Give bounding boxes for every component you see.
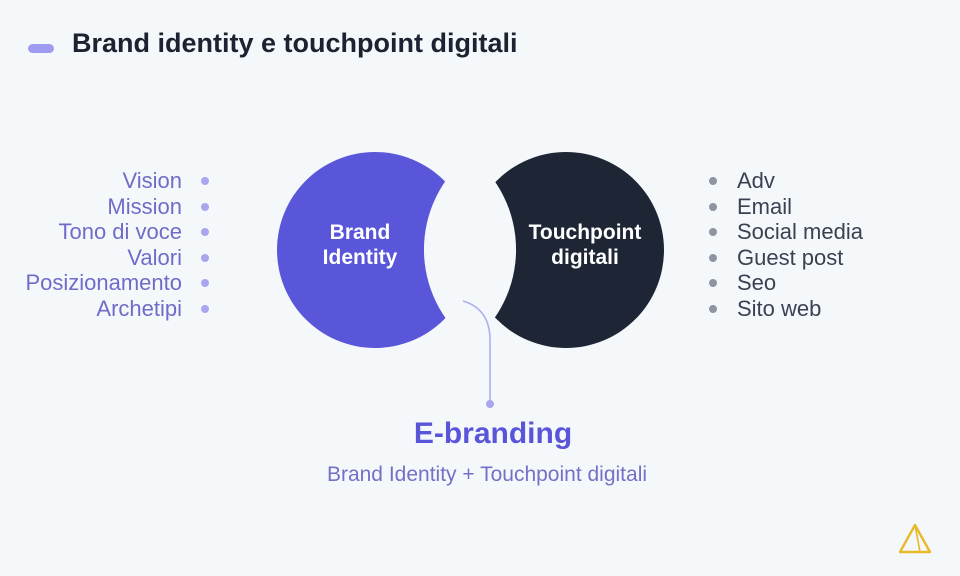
e-branding-subtitle: Brand Identity + Touchpoint digitali bbox=[326, 463, 648, 486]
e-branding-title: E-branding bbox=[413, 417, 573, 450]
list-item: Sito web bbox=[709, 296, 863, 322]
touchpoint-label: Touchpoint digitali bbox=[528, 221, 642, 269]
list-item: Seo bbox=[709, 270, 863, 296]
brand-identity-circle bbox=[277, 152, 473, 348]
touchpoint-circle bbox=[468, 152, 664, 348]
list-item: Valori bbox=[25, 245, 209, 271]
list-item: Social media bbox=[709, 219, 863, 245]
list-item: Mission bbox=[25, 194, 209, 220]
connector-line bbox=[462, 300, 491, 404]
page-title: Brand identity e touchpoint digitali bbox=[72, 28, 518, 58]
triangle-logo-icon bbox=[898, 523, 932, 554]
list-item: Archetipi bbox=[25, 296, 209, 322]
title-accent-dash bbox=[28, 44, 54, 53]
list-item: Vision bbox=[25, 168, 209, 194]
intersection-area bbox=[423, 155, 517, 344]
list-item: Adv bbox=[709, 168, 863, 194]
brand-identity-list: Vision Mission Tono di voce Valori Posiz… bbox=[25, 168, 209, 321]
connector-dot bbox=[486, 400, 494, 408]
brand-identity-label: Brand Identity bbox=[322, 221, 398, 269]
list-item: Guest post bbox=[709, 245, 863, 271]
list-item: Posizionamento bbox=[25, 270, 209, 296]
list-item: Email bbox=[709, 194, 863, 220]
list-item: Tono di voce bbox=[25, 219, 209, 245]
touchpoint-list: Adv Email Social media Guest post Seo Si… bbox=[709, 168, 863, 321]
